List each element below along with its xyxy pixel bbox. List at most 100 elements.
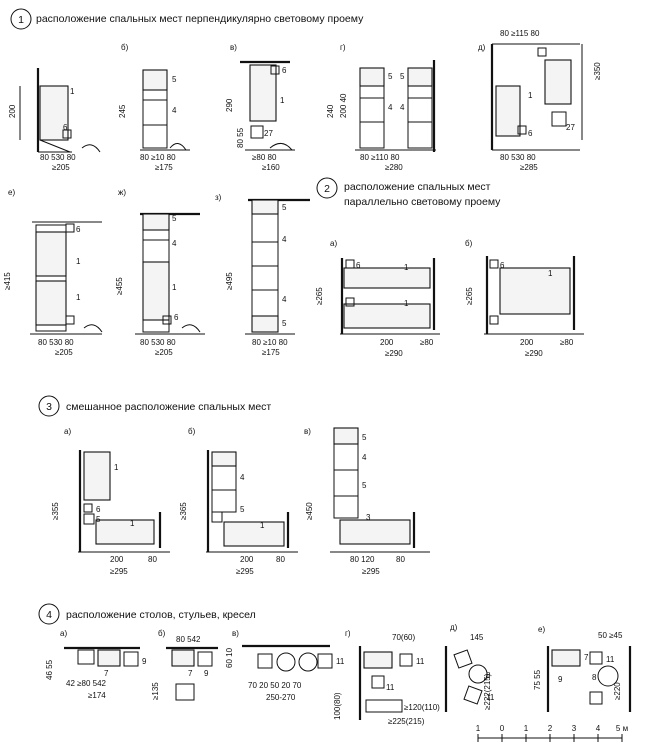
- dim-height: 245: [118, 104, 127, 118]
- dim-total: ≥280: [385, 163, 403, 172]
- panel-letter: г): [345, 629, 351, 638]
- label-5: 5: [362, 433, 367, 442]
- panel-letter: е): [538, 625, 545, 634]
- label-1: 1: [76, 257, 81, 266]
- dim-bottom: 80 530 80: [140, 338, 176, 347]
- section-number: 2: [324, 183, 330, 195]
- dim-total: ≥285: [520, 163, 538, 172]
- label-5: 5: [172, 214, 177, 223]
- section-title: смешанное расположение спальных мест: [66, 401, 271, 413]
- section-number-circle: [38, 603, 60, 625]
- panel-letter: б): [188, 427, 196, 436]
- section-number: 1: [18, 14, 24, 26]
- section-title-line-2: параллельно световому проему: [344, 196, 501, 208]
- panel-letter: б): [121, 43, 129, 52]
- panel-4v: в) 60 10 11 70 20 50 20 70 250-270: [225, 629, 345, 702]
- dim-right: 80: [276, 555, 285, 564]
- dim-total: ≥222(215): [483, 673, 492, 710]
- label-4: 4: [172, 106, 177, 115]
- section-number: 3: [46, 401, 52, 413]
- dim-total: ≥205: [55, 348, 73, 357]
- section-title-line-1: расположение спальных мест: [344, 181, 491, 193]
- label-9: 9: [558, 675, 563, 684]
- label-1: 1: [528, 91, 533, 100]
- dim-total: ≥290: [525, 349, 543, 358]
- dim-height: 60 10: [225, 647, 234, 668]
- dim-total: ≥205: [52, 163, 70, 172]
- dim-right: ≥80: [560, 338, 574, 347]
- dim-right: ≥80: [420, 338, 434, 347]
- dim-total: ≥220: [613, 682, 622, 700]
- dim-height: 100(80): [333, 692, 342, 720]
- panel-letter: е): [8, 188, 15, 197]
- dim-bottom: 80 ≥10 80: [252, 338, 288, 347]
- label-1: 1: [114, 463, 119, 472]
- label-11: 11: [336, 657, 345, 666]
- panel-1v: в) 290 80 55 6 1 27 ≥80 80 ≥160: [225, 43, 295, 172]
- label-1b: 1: [76, 293, 81, 302]
- scale-tick-label: 0: [500, 724, 505, 733]
- panel-letter: г): [340, 43, 346, 52]
- dim-bottom: 80 ≥10 80: [140, 153, 176, 162]
- label-4: 4: [362, 453, 367, 462]
- label-1: 1: [172, 283, 177, 292]
- dim-height: ≥265: [315, 287, 324, 305]
- section-number-circle: [316, 177, 338, 199]
- dim-mid: ≥120(110): [404, 703, 440, 712]
- dim-total: ≥205: [155, 348, 173, 357]
- label-6: 6: [76, 225, 81, 234]
- dim-height: ≥265: [465, 287, 474, 305]
- dim-bottom: 200: [110, 555, 124, 564]
- label-27: 27: [566, 123, 575, 132]
- label-1: 1: [280, 96, 285, 105]
- panel-letter: з): [215, 193, 222, 202]
- dim-total: ≥295: [236, 567, 254, 576]
- label-6: 6: [500, 261, 505, 270]
- section-title: расположение спальных мест перпендикуляр…: [36, 13, 364, 25]
- panel-letter: в): [304, 427, 311, 436]
- dim-bottom: 200: [520, 338, 534, 347]
- label-4: 4: [282, 235, 287, 244]
- dim-total: ≥175: [262, 348, 280, 357]
- label-5: 5: [388, 72, 393, 81]
- dim-bottom: 80 120: [350, 555, 375, 564]
- label-9: 9: [142, 657, 147, 666]
- label-11: 11: [606, 655, 615, 664]
- label-1: 1: [260, 521, 265, 530]
- scale-tick-label: 4: [596, 724, 601, 733]
- label-1: 1: [548, 269, 553, 278]
- panel-1d: д) 80 ≥115 80 ≥350 1 6 27 80 530 80 ≥285: [478, 29, 602, 172]
- panel-letter: в): [230, 43, 237, 52]
- section-1-header: 1 расположение спальных мест перпендикул…: [10, 8, 364, 30]
- label-6: 6: [282, 66, 287, 75]
- dim-height: 290: [225, 98, 234, 112]
- label-6: 6: [528, 129, 533, 138]
- label-8: 8: [486, 671, 491, 680]
- panel-1z: з) ≥495 5 4 4 5 80 ≥10 80 ≥175: [215, 193, 310, 357]
- dim-height: 240: [326, 104, 335, 118]
- dim-height-2: 80 55: [236, 127, 245, 148]
- panel-letter: а): [330, 239, 337, 248]
- panel-letter: в): [232, 629, 239, 638]
- dim-bottom: 200: [240, 555, 254, 564]
- dim-height: ≥495: [225, 272, 234, 290]
- label-11: 11: [486, 693, 495, 702]
- label-7: 7: [584, 653, 589, 662]
- panel-4g: г) 70(60) 100(80) 11 11 ≥120(110) ≥225(2…: [333, 629, 440, 726]
- label-6: 6: [63, 123, 68, 132]
- dim-bottom: 80 530 80: [38, 338, 74, 347]
- dim-bottom: 80 530 80: [500, 153, 536, 162]
- scale-tick-label: 5 м: [616, 724, 628, 733]
- label-6: 6: [356, 261, 361, 270]
- panel-2b: б) ≥265 6 1 200 ≥80 ≥290: [465, 239, 584, 358]
- label-5: 5: [240, 505, 245, 514]
- dim-right: 80: [148, 555, 157, 564]
- dim-total: ≥160: [262, 163, 280, 172]
- section-4-header: 4 расположение столов, стульев, кресел: [38, 603, 256, 625]
- label-4: 4: [388, 103, 393, 112]
- label-9: 9: [204, 669, 209, 678]
- label-1b: 1: [130, 519, 135, 528]
- dim-bottom: ≥80 80: [252, 153, 277, 162]
